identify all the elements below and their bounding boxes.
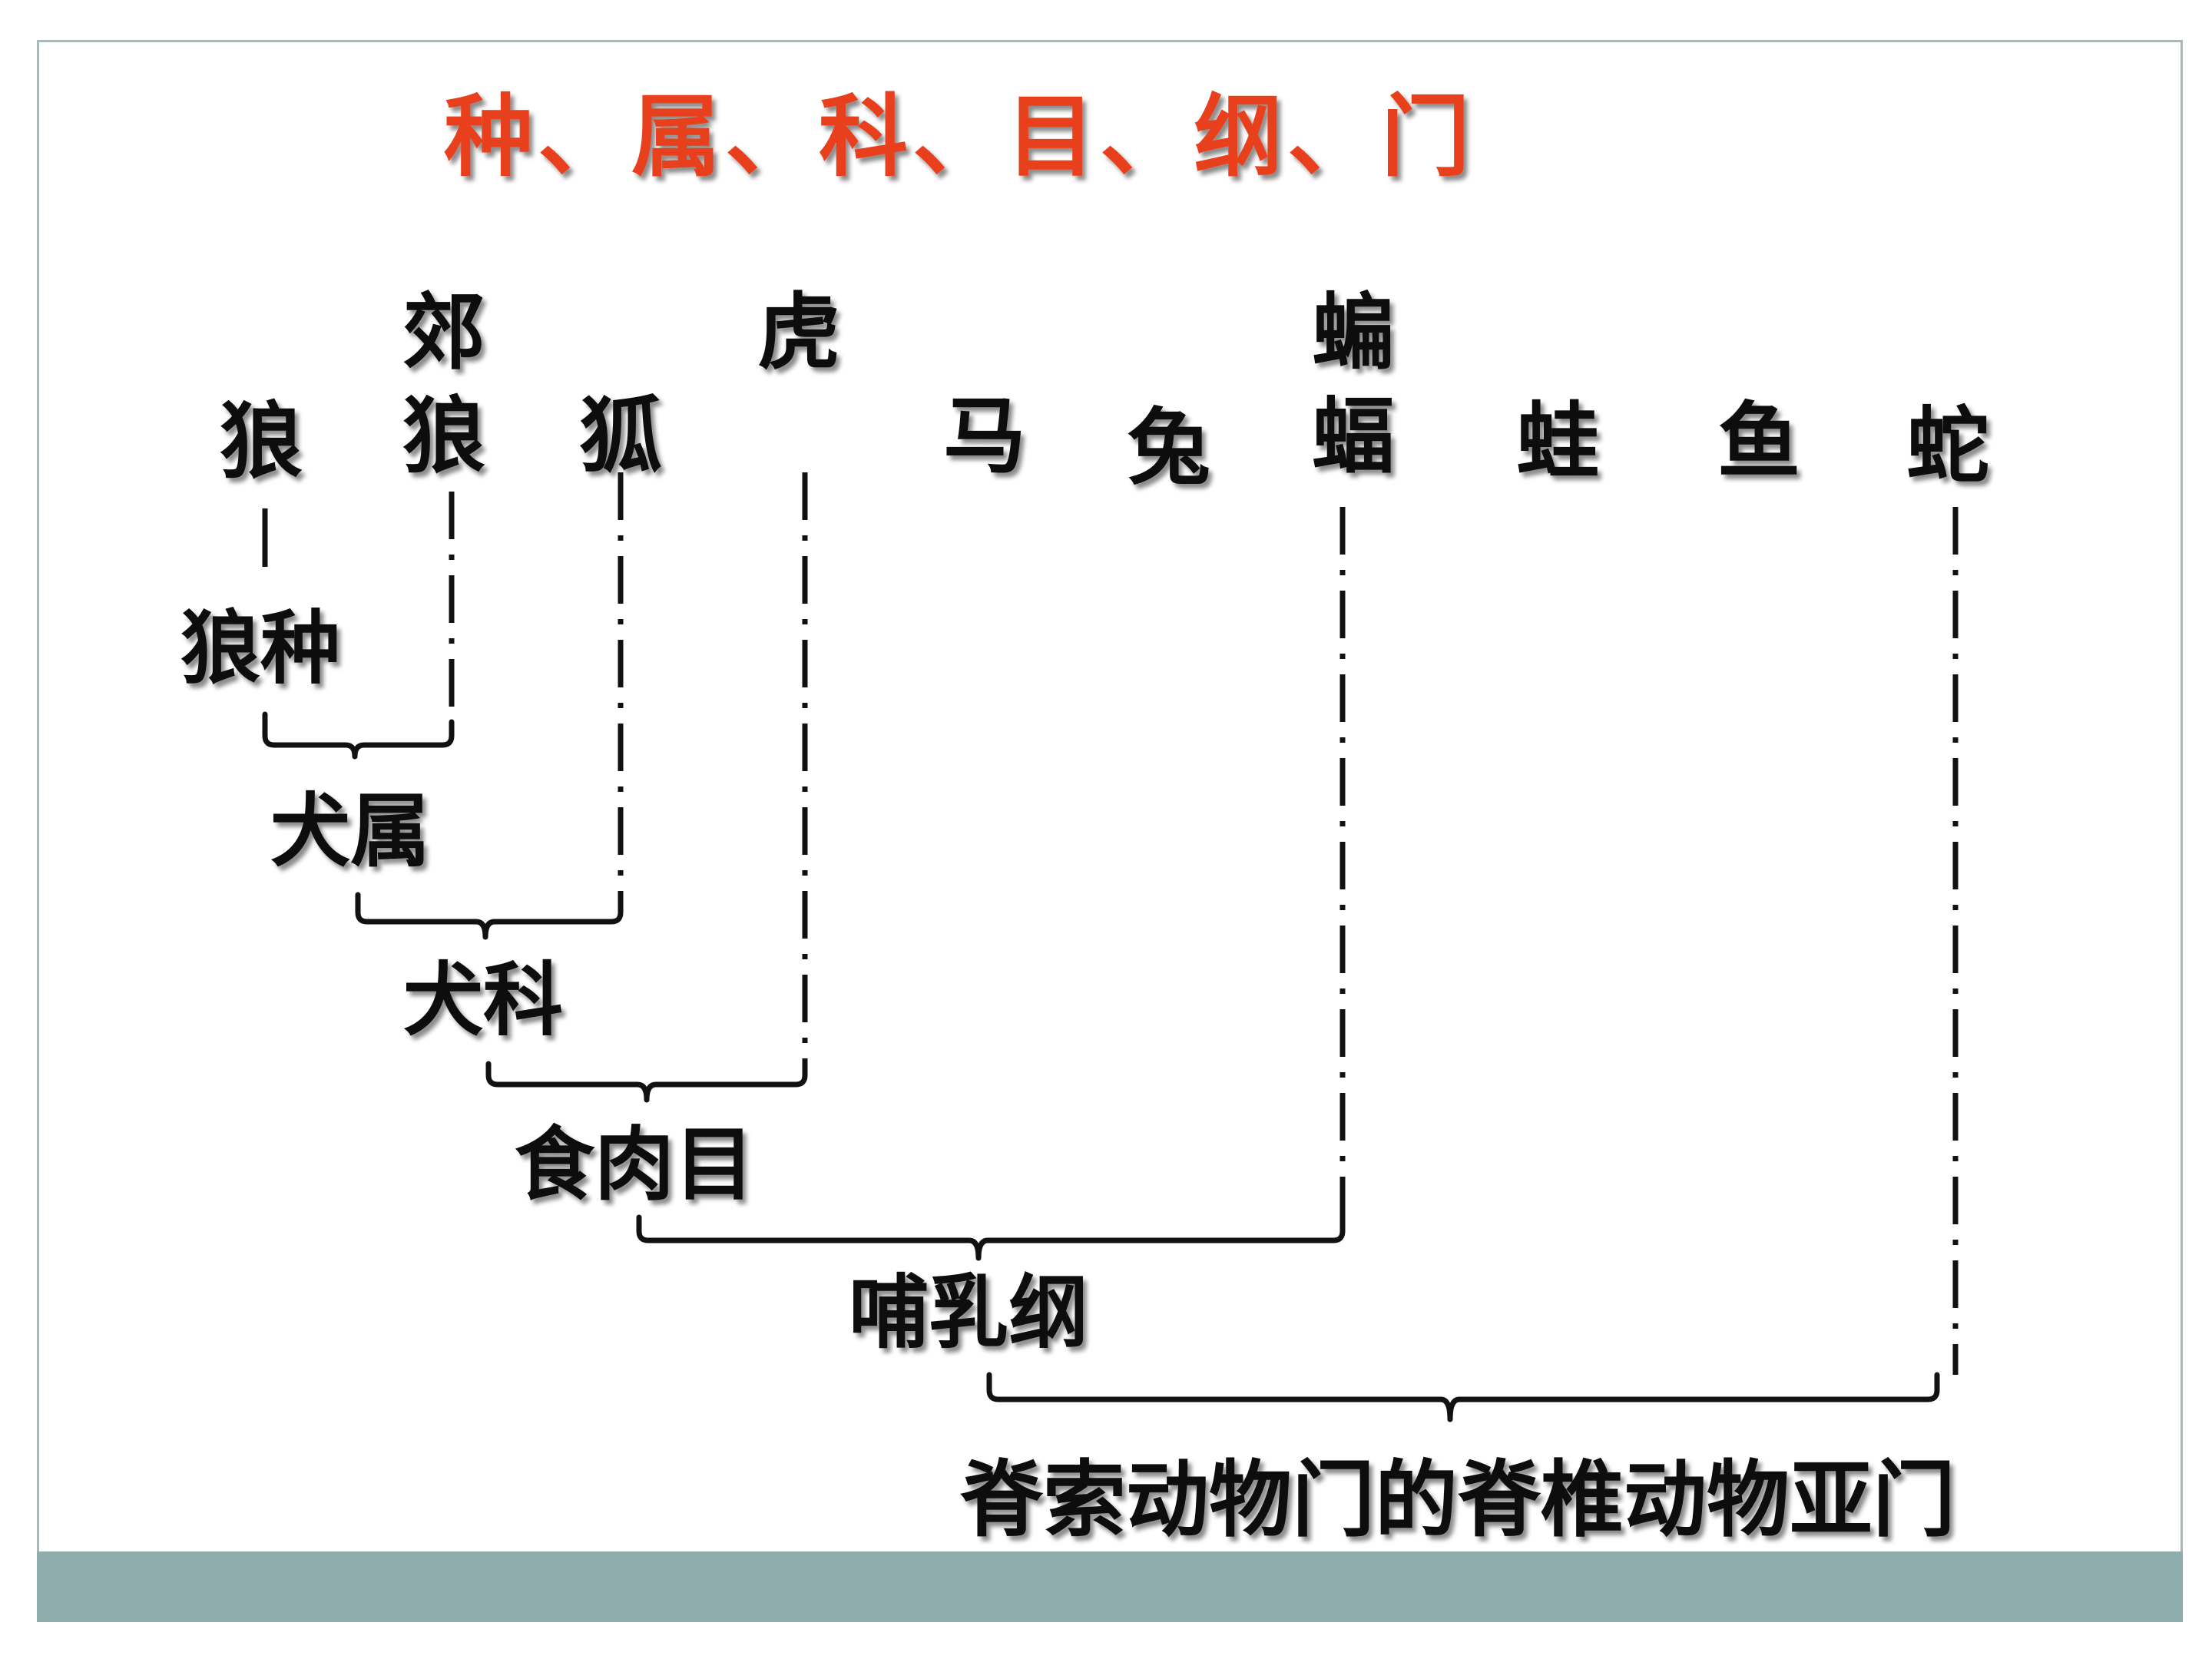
brace-family bbox=[355, 892, 624, 940]
brace-phylum bbox=[986, 1372, 1940, 1422]
label-bat-top: 蝙 bbox=[1312, 284, 1395, 381]
rank-phylum: 脊索动物门的脊椎动物亚门 bbox=[960, 1452, 1955, 1548]
brace-genus bbox=[262, 711, 455, 760]
label-rabbit: 兔 bbox=[1128, 399, 1210, 496]
label-snake: 蛇 bbox=[1906, 398, 1989, 495]
label-fish: 鱼 bbox=[1717, 393, 1800, 490]
slide-frame bbox=[37, 40, 2183, 1622]
brace-order bbox=[485, 1061, 808, 1103]
rank-class: 哺乳纲 bbox=[849, 1265, 1088, 1359]
rank-genus: 犬属 bbox=[270, 783, 430, 878]
label-coyote-top: 郊 bbox=[402, 284, 485, 381]
label-horse: 马 bbox=[943, 388, 1026, 485]
page-title: 种、属、科、目、纲、门 bbox=[444, 84, 1475, 189]
label-fox: 狐 bbox=[579, 388, 662, 485]
label-wolf: 狼 bbox=[220, 393, 303, 490]
label-coyote-bottom: 狼 bbox=[402, 388, 485, 485]
rank-species: 狼种 bbox=[180, 601, 340, 695]
label-tiger: 虎 bbox=[757, 284, 840, 381]
rank-family: 犬科 bbox=[403, 952, 563, 1047]
label-frog: 蛙 bbox=[1516, 393, 1599, 490]
label-bat-bottom: 蝠 bbox=[1312, 388, 1395, 485]
brace-class bbox=[636, 1214, 1346, 1261]
footer-band bbox=[37, 1551, 2183, 1622]
rank-order: 食肉目 bbox=[515, 1117, 754, 1211]
